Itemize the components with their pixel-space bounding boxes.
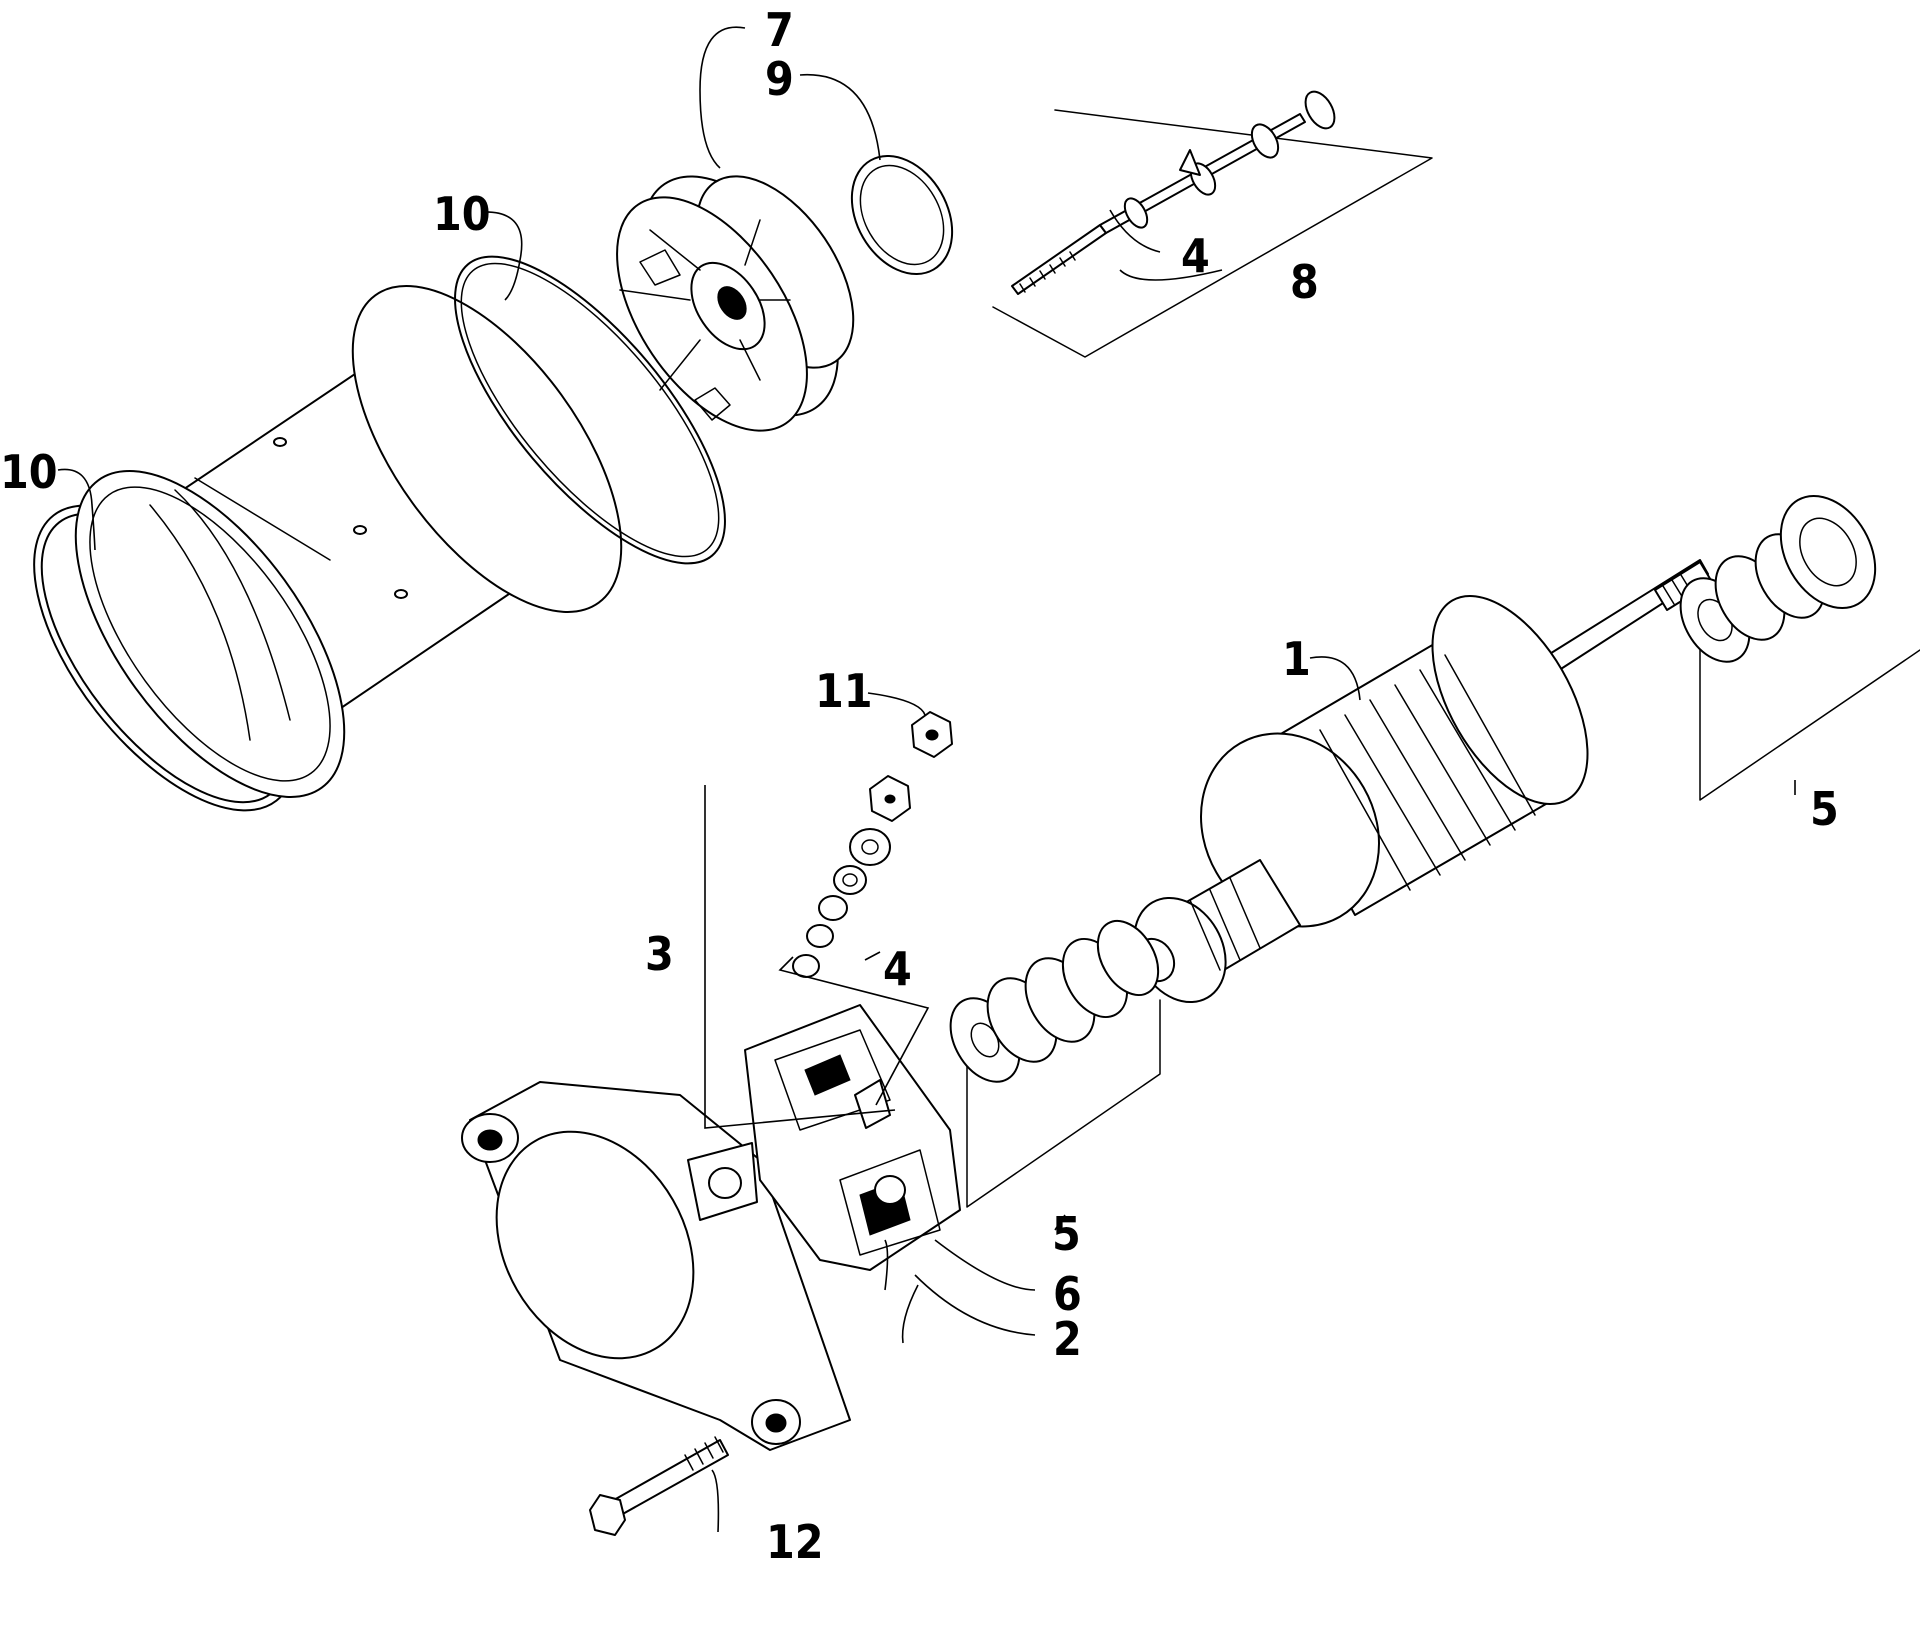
callout-2: 2: [1053, 1312, 1082, 1366]
o-ring-small: [850, 154, 954, 276]
brush-holder-assembly: [744, 1004, 961, 1271]
yoke-housing: [74, 285, 623, 798]
callout-10-left: 10: [0, 445, 58, 499]
callout-7: 7: [765, 3, 794, 57]
callout-5-right: 5: [1810, 782, 1839, 836]
armature-shim-set-right: [1679, 494, 1920, 801]
callout-4-terminal: 4: [883, 942, 912, 996]
callout-12: 12: [766, 1515, 824, 1569]
armature-shim-set-center: [949, 920, 1161, 1208]
callout-8: 8: [1290, 255, 1319, 309]
through-bolt-kit: [992, 90, 1433, 358]
o-ring-middle: [454, 255, 726, 565]
callout-4-lower-bracket: [778, 956, 930, 1106]
front-cover: [616, 175, 855, 432]
rear-bracket: [461, 1081, 851, 1451]
callout-9: 9: [765, 52, 794, 106]
callout-4-through-bolt: 4: [1181, 229, 1210, 283]
callout-3-bracket: [704, 785, 896, 1129]
callout-6: 6: [1053, 1267, 1082, 1321]
callout-3: 3: [645, 927, 674, 981]
callout-labels: 1 2 3 4 4 5 5 6 7 8 9 10 10 11 12: [0, 3, 1839, 1569]
callout-1: 1: [1282, 632, 1311, 686]
armature: [1131, 559, 1713, 1004]
terminal-hardware: [792, 711, 953, 978]
callout-10-middle: 10: [433, 187, 491, 241]
callout-11: 11: [815, 664, 873, 718]
callout-5-center: 5: [1052, 1207, 1081, 1261]
leader-lines: [57, 26, 1796, 1533]
mounting-bolt: [589, 1436, 729, 1536]
